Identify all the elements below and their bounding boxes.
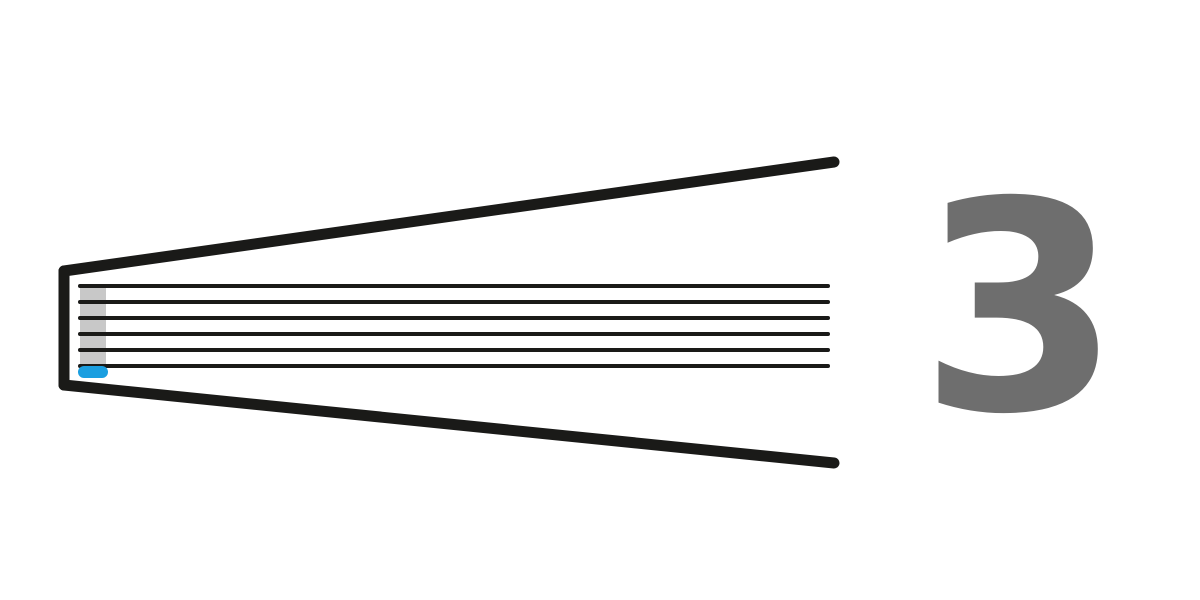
front-cover (58, 156, 840, 277)
page-stack (78, 284, 830, 368)
spine-shading (80, 284, 106, 374)
back-cover (58, 379, 840, 469)
glue-accent (78, 366, 108, 378)
